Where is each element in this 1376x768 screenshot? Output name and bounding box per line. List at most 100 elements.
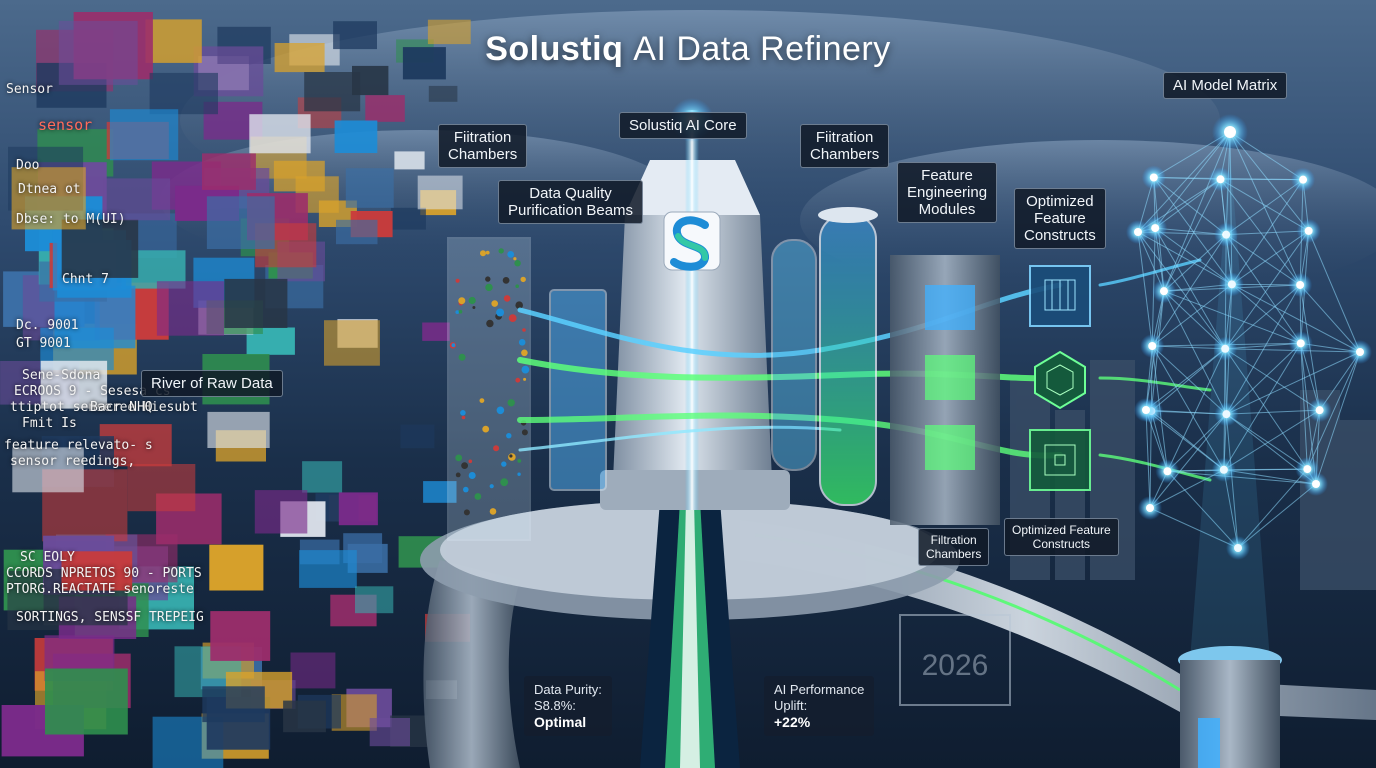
data-tile [394,151,425,170]
label-line: AI Model Matrix [1173,77,1278,94]
feature-module-1 [925,285,975,330]
particle [522,328,526,332]
particle [496,406,505,415]
particle [458,309,463,314]
particle [508,314,517,322]
optimized-construct-cubes [1029,265,1091,491]
code-fragment: Dbse: to M(UI) [16,212,126,227]
data-tile [202,153,256,190]
particle [461,415,466,420]
network-node-core [1148,342,1157,351]
network-edge [1229,131,1233,285]
network-node-core [1315,406,1324,415]
code-fragment: Dtnea ot [18,182,81,197]
particle [503,295,511,302]
label-line: Fiitration [815,129,874,146]
label-optimized-constructs: Optimized Feature Constructs [1014,188,1106,249]
data-tile [61,551,133,591]
label-line: Constructs [1024,227,1096,244]
label-river-of-raw-data: River of Raw Data [141,370,283,397]
network-edge [1137,231,1226,350]
label-filtration-chambers-mid: Fiitration Chambers [800,124,890,168]
data-tile [109,109,179,161]
data-tile [423,481,457,503]
data-tile [149,72,218,115]
network-node-core [1296,280,1305,289]
particle [485,283,493,292]
particle [500,478,509,487]
data-tile [334,120,378,153]
network-node-core [1356,348,1364,356]
particle [463,486,469,493]
particle [451,343,456,348]
network-edge [1151,345,1225,471]
network-edge [1231,230,1309,285]
code-fragment: sensor reedings, [10,454,136,469]
network-edge [1223,468,1308,471]
code-fragment: Dc. 9001 [16,318,79,333]
data-tile [207,411,270,448]
filtration-tube-1 [771,239,817,471]
particle [502,277,510,284]
data-tile [254,490,308,534]
particle [460,410,466,416]
code-fragment: Fmit Is [22,416,77,431]
particle [468,296,476,305]
stat-label: Uplift: [774,698,808,713]
particle [521,429,528,436]
particle [485,276,491,282]
network-edge [1151,283,1233,347]
filtration-chamber-left [447,237,531,541]
stat-status: Optimal [534,714,587,730]
label-ai-core: Solustiq AI Core [619,112,747,139]
network-edge [1154,131,1231,229]
network-edge [1163,290,1301,344]
data-tile [202,686,265,723]
label-line: Filtration [930,533,977,547]
network-edge [1137,231,1233,285]
particle [521,365,530,374]
particle [482,425,490,433]
label-filtration-chambers-left: Fiitration Chambers [438,124,528,168]
stat-ai-performance: AI Performance Uplift: +22% [764,676,875,736]
network-node-core [1299,175,1308,184]
network-node-core [1149,173,1158,182]
particle [521,349,528,357]
network-node-core [1227,280,1236,289]
network-edge [1225,179,1304,236]
code-fragment: SORTINGS, SENSSF TREPEIG [16,610,204,625]
particle [489,484,494,489]
feature-module-3 [925,425,975,470]
raw-data-tiles [0,12,471,768]
data-tile [224,278,288,328]
particle [507,399,515,407]
network-edge [1167,470,1317,485]
data-tile [369,718,410,747]
code-fragment: Sensor [6,82,53,97]
filtration-tube-cap [818,207,878,223]
network-edge [1149,507,1239,549]
data-tile [324,320,380,366]
label-line: Purification Beams [508,202,634,219]
network-edge [1226,342,1302,415]
network-node-core [1134,228,1142,236]
filtration-particles [449,248,530,516]
particle [509,454,513,458]
network-edge [1226,351,1361,415]
data-tile [12,447,84,493]
network-edge [1223,343,1302,471]
network-edge [1308,230,1361,353]
hologram-pedestal-base [1180,660,1280,768]
data-tile [365,95,405,122]
network-edge [1163,179,1221,292]
particle [515,377,521,383]
data-tile [390,207,426,230]
label-line: Data Quality [529,185,612,202]
network-edge [1149,411,1152,509]
network-node-core [1224,126,1236,138]
data-tile [45,668,128,735]
particle [480,250,486,257]
data-tile [290,652,336,689]
network-edge [1300,343,1308,470]
